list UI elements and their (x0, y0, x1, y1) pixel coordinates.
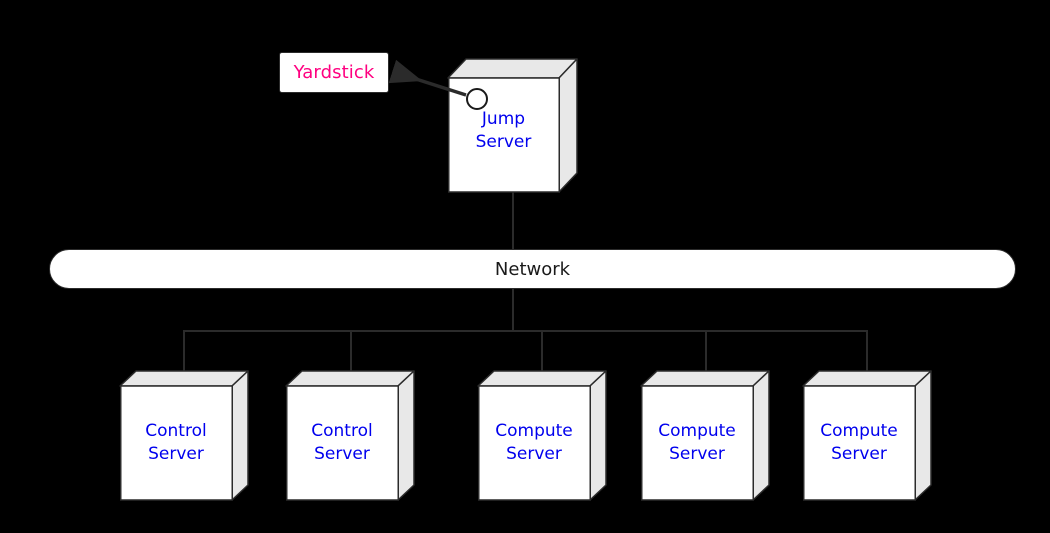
server-3d-shape (477, 370, 607, 501)
link-bus-to-node-2 (350, 330, 352, 372)
jump-server-3d-shape (447, 58, 578, 193)
yardstick-note-box[interactable]: Yardstick (279, 52, 389, 93)
yardstick-label: Yardstick (293, 62, 375, 83)
node-compute-server-2[interactable]: Compute Server (640, 370, 771, 502)
server-3d-shape (640, 370, 770, 501)
link-bus-to-node-4 (705, 330, 707, 372)
server-3d-shape (119, 370, 249, 501)
link-jump-server-to-network (512, 192, 514, 251)
provided-interface-icon[interactable] (466, 88, 488, 110)
network-bar[interactable]: Network (49, 249, 1016, 289)
node-control-server-1[interactable]: Control Server (119, 370, 250, 502)
node-compute-server-3[interactable]: Compute Server (802, 370, 933, 502)
network-label: Network (494, 258, 571, 280)
server-3d-shape (285, 370, 415, 501)
node-jump-server[interactable]: Jump Server (447, 58, 578, 194)
link-bus-to-node-1 (183, 330, 185, 372)
link-bus-to-node-5 (866, 330, 868, 372)
link-bus-to-node-3 (541, 330, 543, 372)
server-3d-shape (802, 370, 932, 501)
node-compute-server-1[interactable]: Compute Server (477, 370, 608, 502)
link-network-to-bus (512, 288, 514, 332)
node-control-server-2[interactable]: Control Server (285, 370, 416, 502)
node-bus (183, 330, 867, 332)
